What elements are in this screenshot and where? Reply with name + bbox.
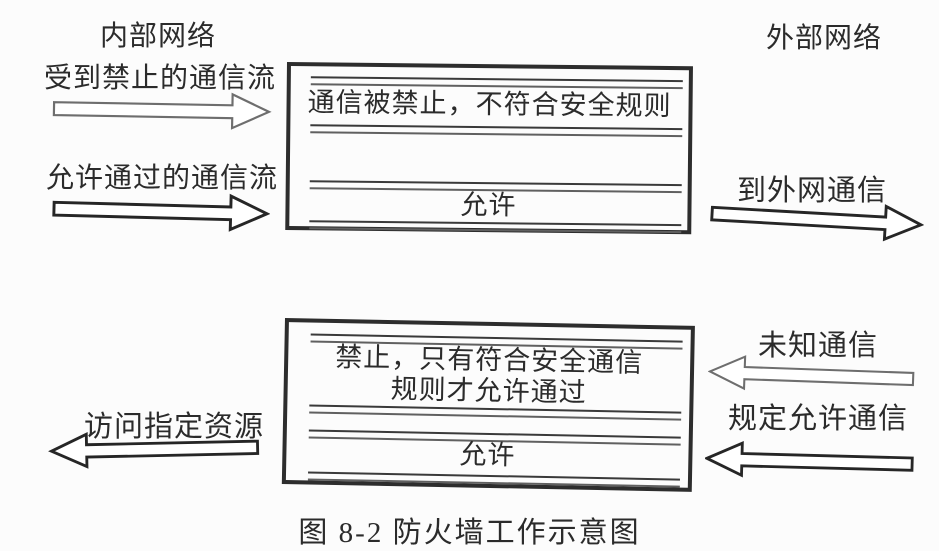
external-network-label: 外部网络: [766, 23, 883, 54]
firewall-box-inbound: 禁止，只有符合安全通信 规则才允许通过 允许: [281, 318, 695, 492]
divider-line: [307, 471, 680, 488]
arrow-left-shape: [704, 440, 914, 478]
internal-network-label: 内部网络: [100, 21, 217, 52]
arrow-right-shape: [710, 204, 925, 242]
allowed-by-rule-label: 规定允许通信: [728, 403, 909, 435]
firewall-box-outbound: 通信被禁止，不符合安全规则 允许: [285, 62, 693, 235]
allowed-traffic-arrow-right-icon: [52, 188, 271, 234]
blocked-traffic-arrow-right-icon: [52, 88, 273, 132]
arrow-left-shape: [48, 432, 260, 469]
firewall-bottom-allow-text: 允许: [459, 439, 516, 471]
blocked-traffic-label: 受到禁止的通信流: [44, 63, 277, 94]
arrow-left-shape: [707, 355, 915, 391]
access-resources-arrow-left-icon: [48, 428, 263, 470]
allowed-by-rule-arrow-left-icon: [704, 438, 916, 483]
to-external-label: 到外网通信: [737, 175, 888, 207]
arrow-right-shape: [52, 92, 272, 130]
unknown-traffic-arrow-left-icon: [707, 352, 916, 397]
access-resources-label: 访问指定资源: [84, 411, 265, 443]
unknown-traffic-label: 未知通信: [758, 330, 879, 362]
allowed-traffic-label: 允许通过的通信流: [46, 163, 279, 194]
figure-caption: 图 8-2 防火墙工作示意图: [298, 517, 641, 549]
firewall-top-rule-text: 通信被禁止，不符合安全规则: [307, 87, 672, 122]
firewall-top-allow-text: 允许: [460, 189, 517, 221]
to-external-arrow-right-icon: [709, 193, 925, 245]
arrow-right-shape: [52, 193, 271, 232]
divider-line: [310, 124, 683, 138]
